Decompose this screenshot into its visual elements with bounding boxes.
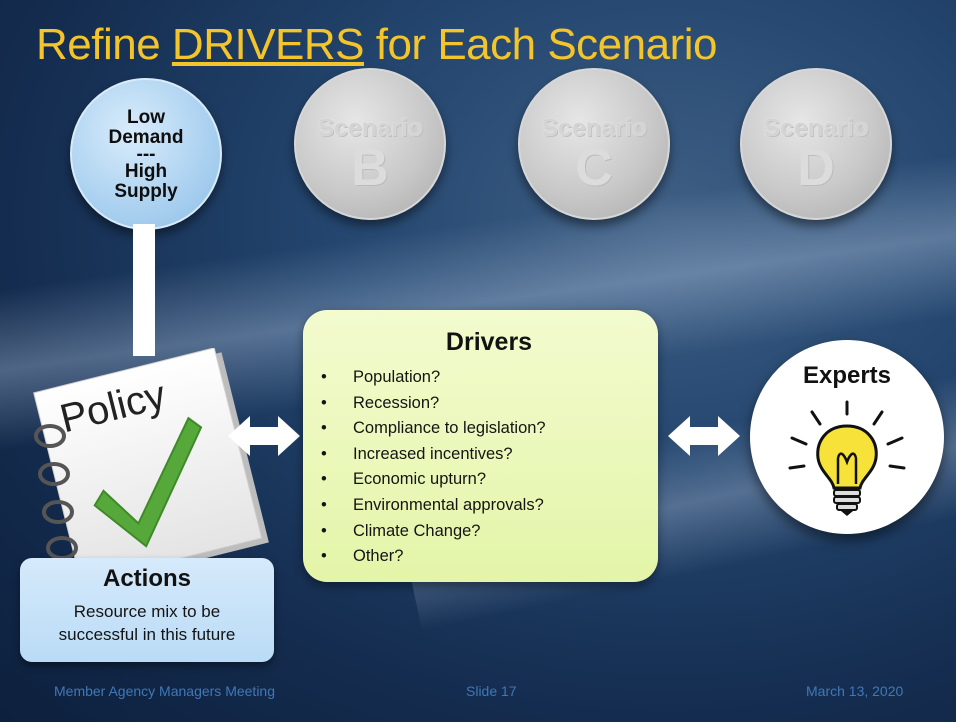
footer-slide-number: Slide 17 [466, 683, 517, 699]
scenario-a-line: Low [127, 107, 165, 128]
scenario-word: Scenario [763, 114, 869, 142]
list-item: •Compliance to legislation? [321, 419, 546, 438]
policy-notebook: Policy [20, 347, 270, 588]
scenario-a-line: High [124, 161, 168, 182]
slide-title: Refine DRIVERS for Each Scenario [36, 20, 717, 69]
list-item: •Recession? [321, 393, 440, 412]
drivers-box: Drivers •Population? •Recession? •Compli… [303, 310, 658, 582]
list-item: •Economic upturn? [321, 470, 486, 489]
scenario-d-circle: Scenario D [740, 68, 892, 220]
list-item: •Increased incentives? [321, 444, 513, 463]
actions-text: successful in this future [58, 625, 236, 644]
drivers-heading: Drivers [445, 328, 533, 356]
double-arrow-icon [668, 416, 740, 456]
lightbulb-icon [788, 400, 906, 516]
experts-circle: Experts [750, 340, 944, 534]
scenario-letter: D [797, 139, 835, 197]
scenario-b-circle: Scenario B [294, 68, 446, 220]
experts-heading: Experts [802, 362, 892, 389]
scenario-a-line: --- [136, 144, 156, 165]
list-item: •Other? [321, 547, 404, 566]
scenario-letter: C [575, 139, 613, 197]
drivers-list: •Population? •Recession? •Compliance to … [313, 365, 546, 570]
scenario-c-circle: Scenario C [518, 68, 670, 220]
footer-date: March 13, 2020 [806, 683, 904, 699]
footer-left: Member Agency Managers Meeting [54, 683, 275, 699]
double-arrow-icon [228, 416, 300, 456]
actions-box: Actions Resource mix to be successful in… [20, 558, 274, 662]
list-item: •Climate Change? [321, 521, 481, 540]
actions-heading: Actions [102, 565, 191, 592]
spiral-binding-icon [34, 424, 78, 560]
scenario-word: Scenario [541, 114, 647, 142]
list-item: •Environmental approvals? [321, 495, 544, 514]
checkmark-icon [93, 416, 203, 548]
actions-text: Resource mix to be [73, 602, 221, 621]
scenario-a-line: Supply [114, 181, 178, 202]
connector-bar [133, 224, 155, 356]
scenario-a-circle: Low Demand --- High Supply [70, 78, 222, 230]
scenario-word: Scenario [317, 114, 423, 142]
scenario-letter: B [351, 139, 389, 197]
list-item: •Population? [321, 368, 441, 386]
scenario-a-line: Demand [108, 127, 184, 148]
title-underlined-word: DRIVERS [171, 20, 365, 69]
